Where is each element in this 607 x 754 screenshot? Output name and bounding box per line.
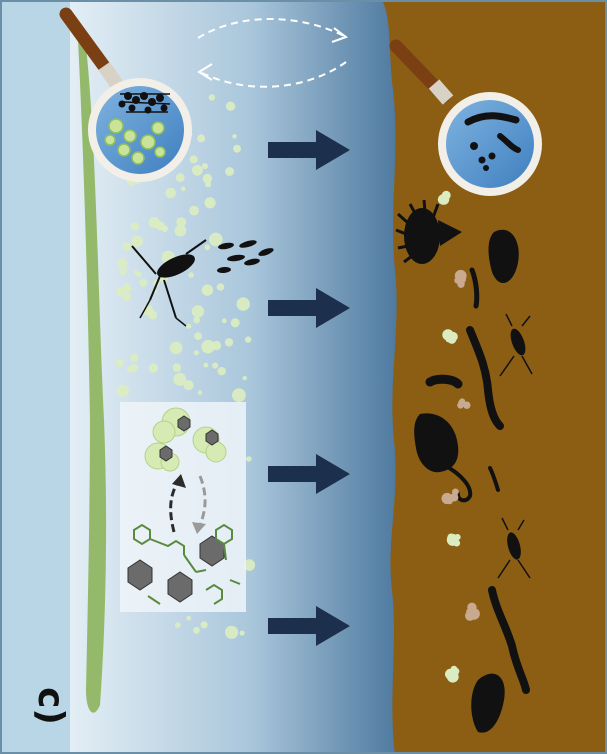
marine-snow-particle <box>198 390 203 395</box>
marine-snow-particle <box>209 94 215 100</box>
marine-snow-particle <box>131 222 139 230</box>
marine-snow-particle <box>156 221 165 230</box>
sediment-particle <box>453 540 460 547</box>
marine-snow-particle <box>203 363 208 368</box>
marine-snow-particle <box>176 173 185 182</box>
marine-snow-particle <box>137 272 142 277</box>
sediment-particle <box>463 402 470 409</box>
marine-snow-particle <box>170 342 183 355</box>
marine-snow-particle <box>225 338 233 346</box>
sediment-particle <box>455 270 467 282</box>
marine-snow-particle <box>181 186 186 191</box>
marine-snow-particle <box>194 350 199 355</box>
marine-snow-particle <box>122 242 131 251</box>
marine-snow-particle <box>173 363 181 371</box>
marine-snow-particle <box>165 188 176 199</box>
marine-snow-particle <box>131 236 143 248</box>
marine-snow-particle <box>218 367 226 375</box>
marine-snow-particle <box>193 627 200 634</box>
marine-snow-particle <box>202 284 213 295</box>
marine-snow-particle <box>189 206 199 216</box>
marine-snow-particle <box>217 283 225 291</box>
marine-snow-particle <box>188 272 194 278</box>
marine-snow-particle <box>116 359 125 368</box>
marine-snow-particle <box>232 134 237 139</box>
marine-snow-particle <box>246 456 252 462</box>
marine-snow-particle <box>147 306 151 310</box>
marine-snow-particle <box>186 324 191 329</box>
marine-snow-particle <box>209 233 223 247</box>
marine-snow-particle <box>139 279 147 287</box>
marine-snow-particle <box>233 145 241 153</box>
marine-snow-particle <box>226 102 235 111</box>
sediment-particle <box>452 489 459 496</box>
sediment-particle <box>442 493 453 504</box>
marine-snow-particle <box>240 631 245 636</box>
sediment-particle <box>457 281 464 288</box>
sediment-particle <box>442 191 451 200</box>
marine-snow-particle <box>205 181 211 187</box>
marine-snow-particle <box>212 341 222 351</box>
sediment-particle <box>452 668 459 675</box>
cycle-box <box>120 402 246 612</box>
marine-snow-particle <box>117 385 129 397</box>
marine-snow-particle <box>222 318 227 323</box>
marine-snow-particle <box>204 244 210 250</box>
marine-snow-particle <box>202 163 208 169</box>
marine-snow-particle <box>205 197 216 208</box>
marine-snow-particle <box>212 363 218 369</box>
marine-snow-particle <box>192 305 204 317</box>
marine-snow-particle <box>231 318 240 327</box>
marine-snow-particle <box>225 626 238 639</box>
marine-snow-particle <box>130 354 138 362</box>
sediment-particle <box>465 611 475 621</box>
marine-snow-particle <box>117 258 127 268</box>
marine-snow-particle <box>245 336 251 342</box>
marine-snow-particle <box>243 376 247 380</box>
sediment-particle <box>448 332 458 342</box>
marine-snow-particle <box>175 622 181 628</box>
marine-snow-particle <box>232 388 246 402</box>
marine-snow-particle <box>194 332 202 340</box>
sediment-particle <box>447 534 454 541</box>
marine-snow-particle <box>186 616 191 621</box>
marine-snow-particle <box>197 134 205 142</box>
sky-strip <box>0 0 70 754</box>
marine-snow-particle <box>201 621 208 628</box>
marine-snow-particle <box>149 363 158 372</box>
marine-snow-particle <box>175 225 187 237</box>
marine-snow-particle <box>123 283 130 290</box>
marine-snow-particle <box>148 311 157 320</box>
marine-snow-particle <box>237 297 250 310</box>
marine-snow-particle <box>225 167 234 176</box>
marine-snow-particle <box>192 165 203 176</box>
marine-snow-particle <box>193 317 200 324</box>
panel-label: c) <box>30 678 70 734</box>
marine-snow-particle <box>173 373 186 386</box>
marine-snow-particle <box>190 155 198 163</box>
marine-snow-particle <box>130 364 138 372</box>
marine-snow-particle <box>122 292 131 301</box>
